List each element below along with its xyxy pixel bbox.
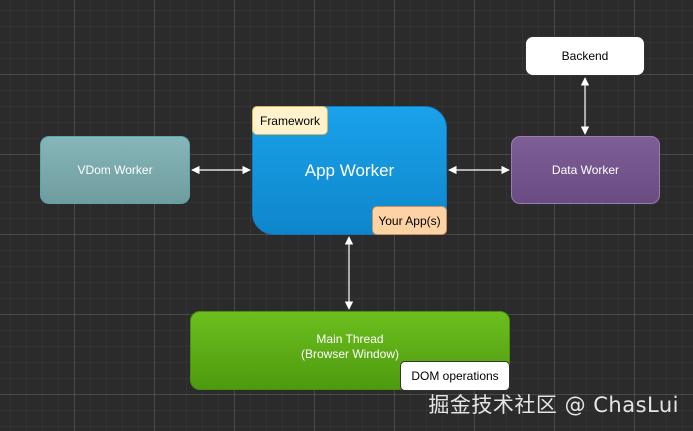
framework-label: Framework (259, 113, 320, 128)
watermark: 掘金技术社区 @ ChasLui (428, 393, 679, 417)
framework-tag: Framework (252, 106, 328, 135)
your-apps-tag: Your App(s) (372, 206, 447, 235)
dom-operations-label: DOM operations (411, 369, 499, 383)
data-worker-label: Data Worker (551, 163, 620, 177)
vdom-worker-node: VDom Worker (40, 136, 190, 204)
dom-operations-tag: DOM operations (400, 361, 510, 391)
vdom-worker-label: VDom Worker (77, 163, 153, 177)
your-apps-label: Your App(s) (378, 213, 441, 228)
main-thread-label: Main Thread (316, 331, 384, 346)
main-thread-sublabel: (Browser Window) (300, 346, 399, 361)
data-worker-node: Data Worker (511, 136, 660, 204)
backend-label: Backend (561, 49, 609, 63)
backend-node: Backend (525, 36, 645, 76)
app-worker-label: App Worker (304, 160, 395, 180)
